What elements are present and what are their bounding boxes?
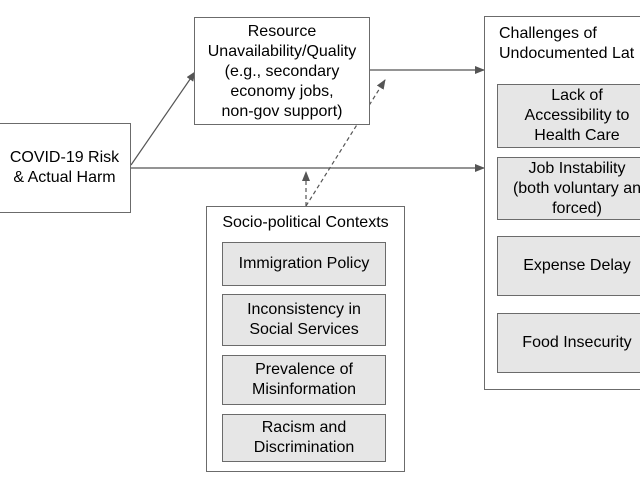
challenge-item-food-insecurity: Food Insecurity — [497, 313, 640, 373]
challenge-item-job-instability: Job Instability (both voluntary an force… — [497, 157, 640, 220]
resource-label: Resource Unavailability/Quality (e.g., s… — [207, 23, 357, 120]
socio-item-misinformation: Prevalence of Misinformation — [222, 355, 386, 405]
socio-item-racism: Racism and Discrimination — [222, 414, 386, 462]
resource-box: Resource Unavailability/Quality (e.g., s… — [194, 17, 370, 125]
arrow-socio-to-resource — [305, 79, 386, 207]
covid-risk-box: COVID-19 Risk & Actual Harm — [0, 123, 131, 213]
socio-item-social-services: Inconsistency in Social Services — [222, 294, 386, 346]
challenge-item-health-care: Lack of Accessibility to Health Care — [497, 84, 640, 148]
socio-item-immigration-policy: Immigration Policy — [222, 242, 386, 286]
covid-risk-label: COVID-19 Risk & Actual Harm — [9, 149, 120, 186]
challenges-title: Challenges of Undocumented Lat — [499, 25, 635, 62]
challenge-item-expense-delay: Expense Delay — [497, 236, 640, 296]
arrow-covid-to-resource — [130, 71, 196, 166]
socio-political-title: Socio-political Contexts — [222, 214, 389, 231]
